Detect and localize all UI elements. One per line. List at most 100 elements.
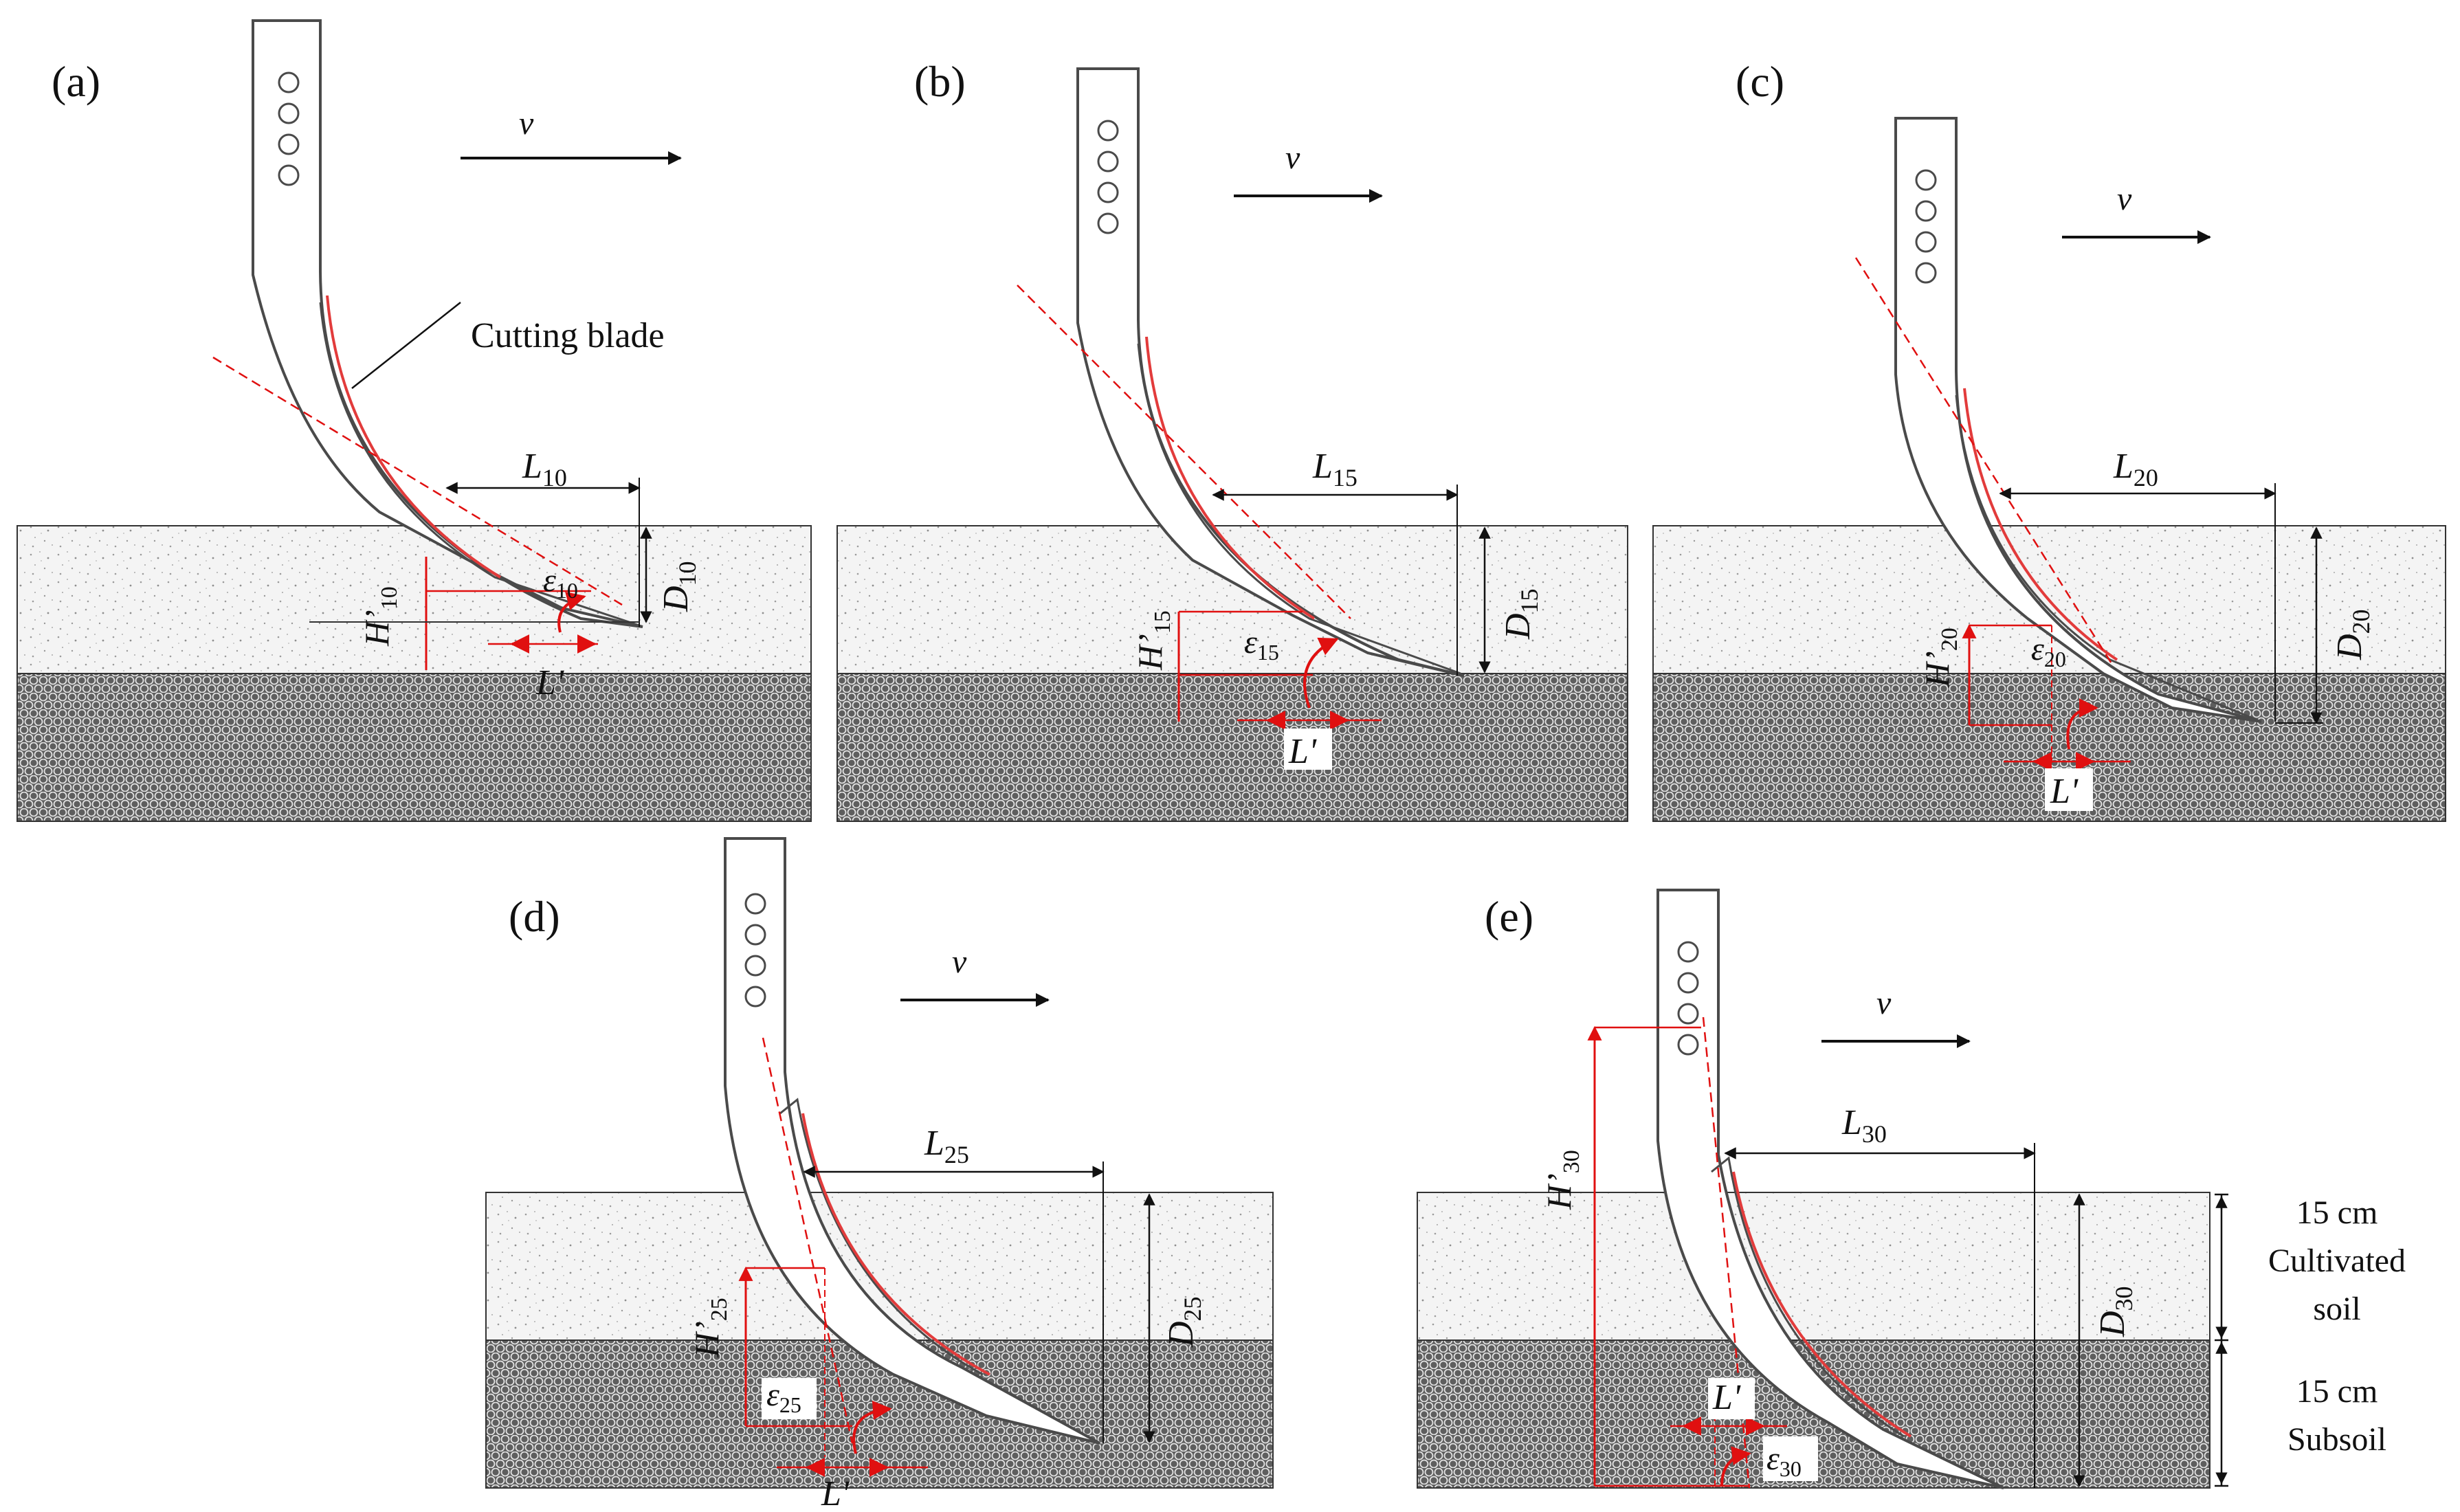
shank-inner-edge <box>319 302 640 627</box>
D-dimension-label: D20 <box>2330 609 2375 660</box>
bolt-hole <box>744 893 766 915</box>
bolt-hole <box>278 164 300 186</box>
cultivated-name-line2: soil <box>2313 1291 2360 1327</box>
L-dimension-label: L30 <box>1841 1103 1887 1148</box>
panel-e: v (e) L30 D30 H’30 L' ε30 <box>1417 889 2210 1489</box>
cultivated-depth: 15 cm <box>2296 1194 2378 1231</box>
epsilon-label: ε20 <box>2031 631 2066 671</box>
subsoil-depth: 15 cm <box>2296 1373 2378 1410</box>
shank-inner-edge <box>1137 343 1461 675</box>
panel-b: v (b) L15 D15 H’15 ε15 L' <box>836 57 1628 822</box>
D-dimension-label: D25 <box>1162 1296 1206 1348</box>
cutting-blade-label: Cutting blade <box>471 316 665 355</box>
cultivated-soil-layer <box>16 525 812 674</box>
cutting-edge <box>1732 1171 1912 1438</box>
shank-inner-edge <box>779 1098 984 1376</box>
bolt-hole <box>744 924 766 946</box>
angle-arc <box>2066 698 2098 750</box>
Lprime-label: L' <box>535 663 564 702</box>
bolt-hole <box>278 102 300 124</box>
epsilon-label: ε30 <box>1766 1441 1802 1481</box>
bolt-hole <box>1677 1003 1699 1025</box>
cutting-edge <box>326 295 502 579</box>
cutting-blade-leader <box>351 302 461 389</box>
H-dimension-label: H’15 <box>1131 610 1175 671</box>
panel-a: v (a) L10 D10 H’10 ε10 L' Cutting blade <box>16 19 812 822</box>
bolt-hole <box>1097 212 1119 234</box>
angle-arc <box>1303 637 1339 709</box>
panel-label: (b) <box>914 57 966 106</box>
angle-arc <box>1720 1446 1751 1487</box>
bolt-hole <box>744 986 766 1008</box>
bolt-hole <box>278 71 300 93</box>
H-dimension-label: H’10 <box>357 586 402 647</box>
D-dimension-label: D10 <box>656 561 701 612</box>
cutting-edge <box>801 1113 990 1376</box>
bolt-hole <box>1915 200 1937 222</box>
shank-inner-edge <box>1711 1156 1905 1438</box>
angle-arc <box>557 591 586 633</box>
bolt-hole <box>1915 169 1937 191</box>
L-dimension-label: L15 <box>1312 447 1358 491</box>
label-backdrop <box>1284 729 1332 770</box>
bolt-hole <box>1097 181 1119 203</box>
Lprime-label: L' <box>1288 732 1317 771</box>
D-dimension-label: D15 <box>1498 588 1543 640</box>
velocity-label: v <box>952 944 967 980</box>
H-dimension-label: H’30 <box>1540 1150 1584 1210</box>
velocity-label: v <box>519 105 534 142</box>
panel-c: v (c) L20 D20 H’20 ε20 L' <box>1652 57 2446 822</box>
subsoiler-shank <box>1656 889 2004 1489</box>
H-dimension-label: H’25 <box>687 1298 732 1358</box>
Lprime-label: L' <box>2050 772 2079 811</box>
tangent-line <box>1854 257 2115 667</box>
tangent-line <box>212 356 623 606</box>
tangent-line <box>762 1037 854 1444</box>
bolt-hole <box>1097 151 1119 173</box>
bolt-hole <box>1915 231 1937 253</box>
L-dimension-label: L25 <box>924 1124 969 1168</box>
epsilon-label: ε15 <box>1244 624 1279 665</box>
subsoiler-shank <box>252 19 643 628</box>
shank-inner-edge <box>1955 394 2259 722</box>
panel-label: (d) <box>509 892 560 941</box>
velocity-label: v <box>2117 181 2132 217</box>
panel-d: v (d) L25 D25 H’25 ε25 L' <box>485 837 1274 1512</box>
bolt-hole <box>744 955 766 977</box>
cultivated-soil-layer <box>1417 1192 2210 1341</box>
cutting-edge <box>1145 336 1316 620</box>
label-backdrop <box>762 1378 817 1419</box>
panel-label: (a) <box>52 57 100 106</box>
panel-label: (c) <box>1736 57 1784 106</box>
D-dimension-label: D30 <box>2093 1286 2138 1337</box>
subsoil-layer <box>836 673 1628 822</box>
label-backdrop <box>1763 1436 1818 1481</box>
label-backdrop <box>1708 1378 1755 1419</box>
bolt-hole <box>1677 941 1699 963</box>
subsoil-layer <box>16 673 812 822</box>
panel-label: (e) <box>1485 892 1533 941</box>
label-backdrop <box>2045 768 2093 811</box>
cultivated-name-line1: Cultivated <box>2268 1243 2406 1279</box>
angle-arc <box>852 1400 892 1454</box>
epsilon-label: ε10 <box>543 562 578 603</box>
layer-legend: 15 cm Cultivated soil 15 cm Subsoil <box>2215 1193 2406 1487</box>
bolt-hole <box>1097 120 1119 142</box>
velocity-label: v <box>1876 985 1892 1021</box>
Lprime-label: L' <box>1712 1378 1741 1417</box>
bolt-hole <box>1915 262 1937 284</box>
subsoil-name: Subsoil <box>2287 1421 2386 1458</box>
L-dimension-label: L10 <box>522 447 567 491</box>
bolt-hole <box>1677 1034 1699 1056</box>
H-dimension-label: H’20 <box>1918 627 1962 688</box>
velocity-label: v <box>1285 140 1300 176</box>
bolt-hole <box>1677 972 1699 994</box>
Lprime-label: L' <box>821 1474 850 1509</box>
cutting-edge <box>1963 388 2118 661</box>
epsilon-label: ε25 <box>766 1377 801 1417</box>
L-dimension-label: L20 <box>2113 447 2158 491</box>
tangent-line <box>1017 285 1351 619</box>
bolt-hole <box>278 133 300 155</box>
